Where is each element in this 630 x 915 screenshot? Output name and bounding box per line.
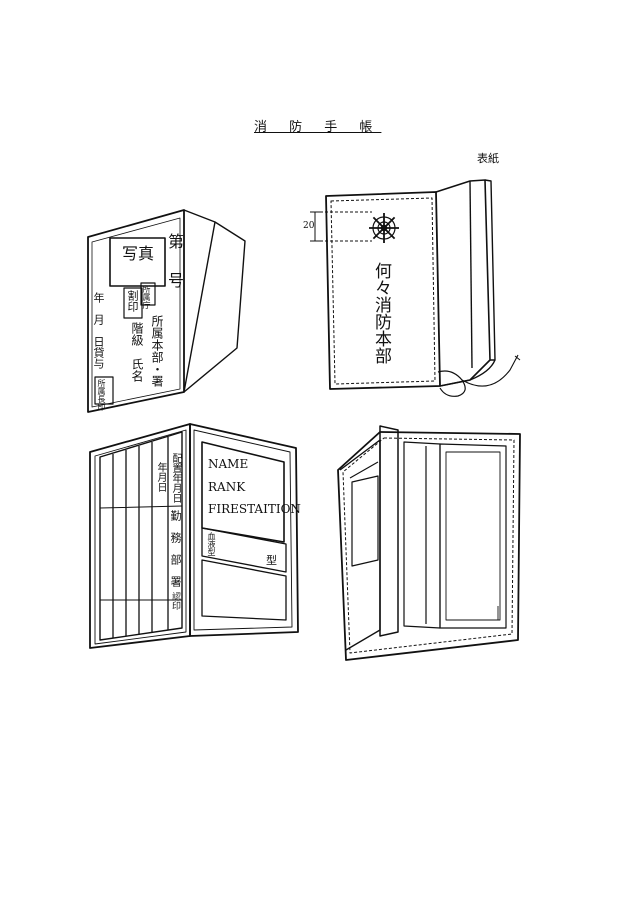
dimension-label: 20 [303, 221, 315, 231]
photo-frame [109, 237, 166, 287]
issue-date-label: 年 月 日貸与 [92, 292, 105, 369]
id-number-top: 第 [165, 233, 184, 249]
affiliation-label: 所属本部・署 [150, 315, 164, 387]
seal-bottom-label: 所属長印 [97, 379, 106, 411]
col-seal-label: 認印 [170, 592, 180, 610]
wallet-figure [337, 425, 521, 661]
rank-name-label: 階級 氏名 [130, 322, 144, 382]
name-box [201, 441, 285, 543]
type-label: 型 [266, 554, 277, 567]
id-page-figure [87, 209, 246, 413]
page-title: 消 防 手 帳 [254, 120, 382, 135]
col-assign-label: 配置年月日 [170, 453, 181, 503]
col-duty-label: 勤 務 部 署 [169, 510, 182, 587]
seal-small-label: 所属庁 [142, 285, 151, 309]
id-number-bottom: 号 [165, 272, 184, 288]
open-booklet-figure [89, 423, 299, 649]
station-label: FIRESTAITION [208, 502, 301, 516]
seal-small-box [140, 282, 156, 306]
col-date-label: 年月日 [155, 462, 166, 492]
blood-box [201, 527, 287, 573]
name-label: NAME [208, 457, 249, 471]
blank-box [201, 559, 287, 621]
rank-label: RANK [208, 480, 246, 494]
seal-stamp-box [123, 287, 143, 319]
photo-label: 写真 [121, 244, 154, 263]
cover-figure [310, 179, 521, 397]
seal-bottom-box [94, 376, 114, 405]
organization-name: 何々消防本部 [371, 262, 391, 364]
cover-label: 表紙 [477, 152, 499, 165]
blood-label: 血液型 [207, 532, 216, 556]
emblem-icon [369, 213, 399, 243]
seal-stamp-label: 割印 [126, 290, 139, 312]
